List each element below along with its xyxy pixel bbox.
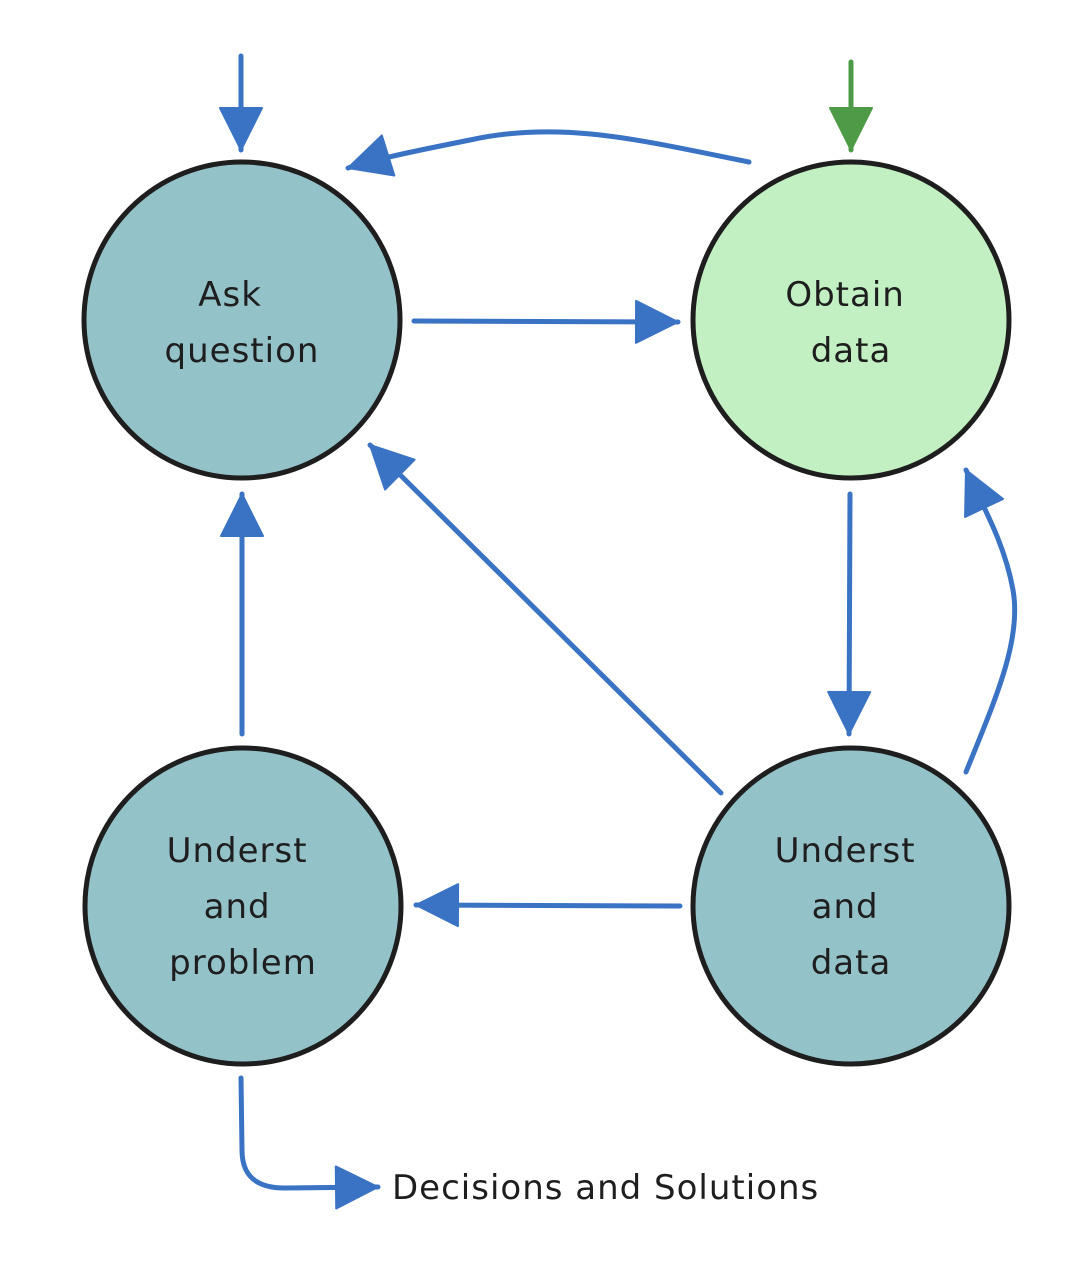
edge-obtain-data-to-understand-data xyxy=(827,491,872,737)
node-understand-problem-line-2: and xyxy=(204,887,271,927)
node-understand-data-line-3: data xyxy=(811,943,892,983)
edge-understand-problem-to-decisions xyxy=(238,1075,381,1210)
edges xyxy=(219,53,1018,1210)
node-ask-question-circle xyxy=(81,159,403,481)
svg-text:Underst and data: Underst and data xyxy=(775,831,928,983)
node-obtain-data-line-2: data xyxy=(811,331,892,371)
edge-obtain-data-to-ask-question xyxy=(345,129,752,177)
node-understand-data-circle xyxy=(690,745,1012,1067)
node-understand-data: Underst and data xyxy=(690,745,1012,1067)
svg-text:Underst and proble: Underst and problem xyxy=(167,831,320,983)
node-obtain-data-circle xyxy=(690,159,1012,481)
edge-understand-data-to-ask-question xyxy=(367,442,724,796)
node-understand-data-line-1: Underst xyxy=(775,831,916,871)
svg-text:Ask question: Ask question xyxy=(165,275,320,371)
edge-understand-data-to-obtain-data xyxy=(963,467,1018,775)
edge-understand-data-to-understand-problem xyxy=(413,883,683,928)
edge-ask-question-to-obtain-data xyxy=(411,299,681,344)
node-obtain-data: Obtain data xyxy=(690,159,1012,481)
node-understand-problem-circle xyxy=(82,745,404,1067)
node-ask-question: Ask question xyxy=(81,159,403,481)
node-obtain-data-line-1: Obtain xyxy=(785,275,905,315)
svg-text:Obtain data: Obtain data xyxy=(785,275,916,371)
node-understand-data-line-2: and xyxy=(812,887,879,927)
outcome-label: Decisions and Solutions xyxy=(392,1168,819,1208)
node-understand-problem-line-1: Underst xyxy=(167,831,308,871)
node-ask-question-line-2: question xyxy=(165,331,320,371)
node-understand-problem-line-3: problem xyxy=(169,943,317,983)
node-understand-problem: Underst and problem xyxy=(82,745,404,1067)
node-ask-question-line-1: Ask xyxy=(198,275,262,315)
